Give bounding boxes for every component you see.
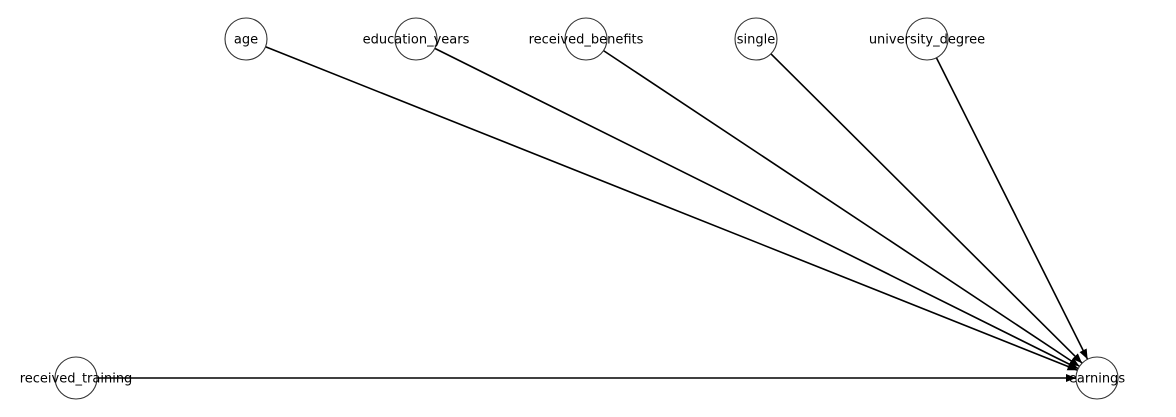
edge-age-to-earnings xyxy=(265,46,1078,371)
node-received_training: received_training xyxy=(20,356,133,400)
node-label-age: age xyxy=(234,33,258,48)
edge-university_degree-to-earnings xyxy=(935,57,1089,360)
node-university_degree: university_degree xyxy=(869,17,985,61)
node-label-single: single xyxy=(737,33,776,48)
node-circle-received_benefits xyxy=(564,17,608,61)
node-circle-age xyxy=(224,17,268,61)
edges-layer xyxy=(97,46,1089,382)
node-circle-single xyxy=(734,17,778,61)
edge-received_benefits-to-earnings xyxy=(603,49,1080,368)
node-circle-education_years xyxy=(394,17,438,61)
node-label-education_years: education_years xyxy=(363,33,470,48)
node-earnings: earnings xyxy=(1069,356,1125,400)
nodes-layer: age education_years received_benefits singl… xyxy=(20,17,1125,400)
node-education_years: education_years xyxy=(363,17,470,61)
node-label-received_training: received_training xyxy=(20,372,133,387)
node-circle-received_training xyxy=(54,356,98,400)
node-single: single xyxy=(734,17,778,61)
node-age: age xyxy=(224,17,268,61)
node-circle-university_degree xyxy=(905,17,949,61)
node-received_benefits: received_benefits xyxy=(529,17,644,61)
node-label-earnings: earnings xyxy=(1069,372,1125,387)
node-label-university_degree: university_degree xyxy=(869,33,985,48)
edge-single-to-earnings xyxy=(770,53,1083,364)
node-label-received_benefits: received_benefits xyxy=(529,33,644,48)
edge-education_years-to-earnings xyxy=(434,47,1079,370)
node-circle-earnings xyxy=(1075,356,1119,400)
